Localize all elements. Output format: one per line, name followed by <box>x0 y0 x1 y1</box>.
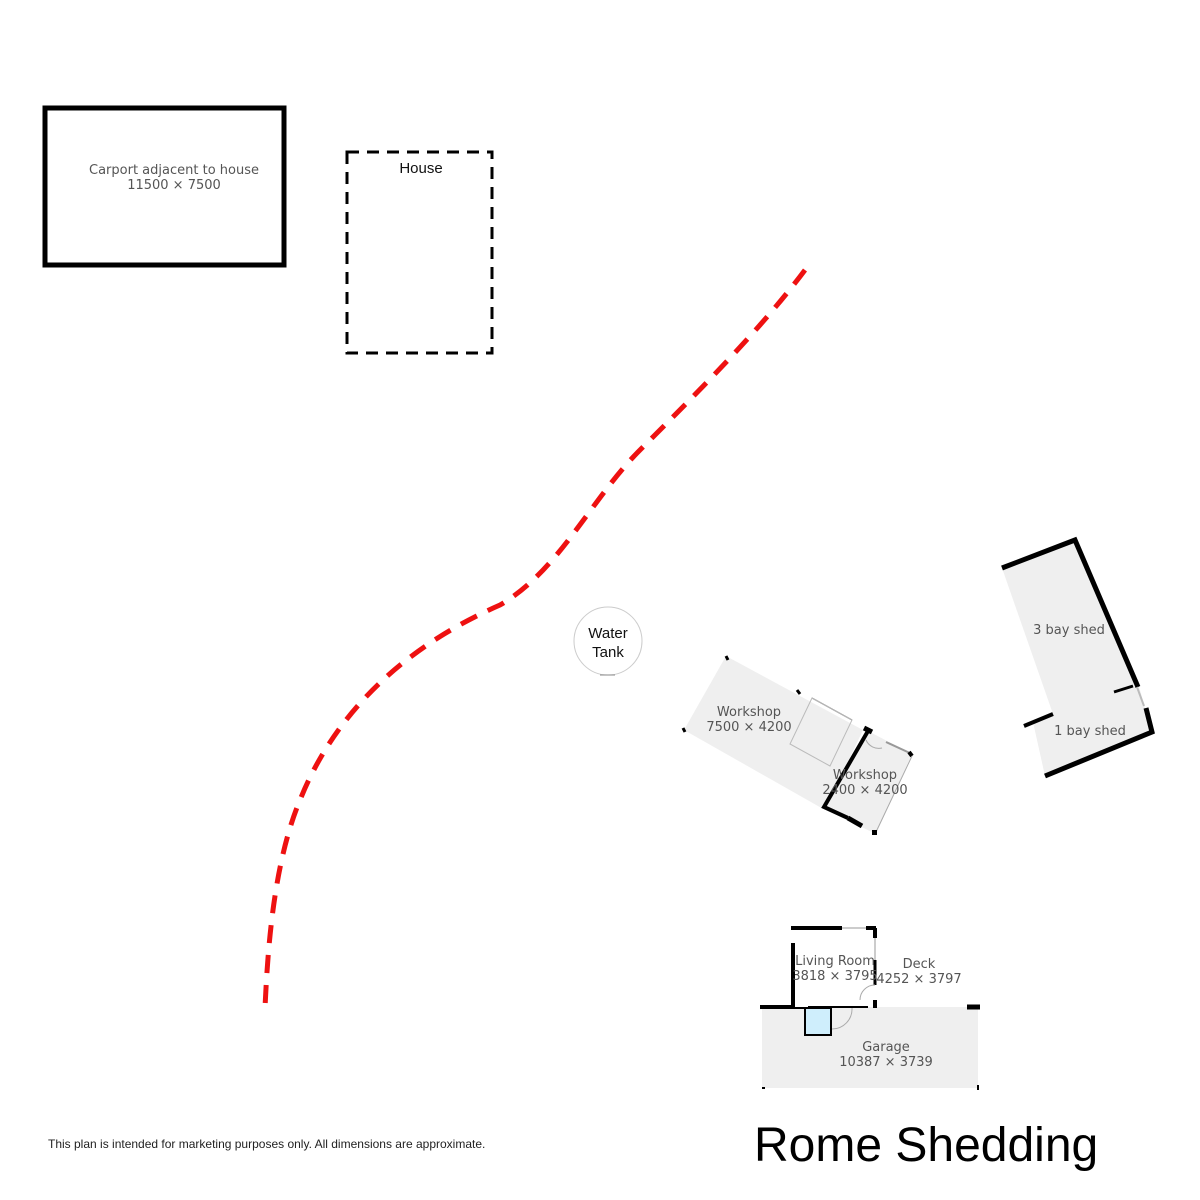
shed-3bay-label: 3 bay shed <box>1033 623 1105 638</box>
workshop-small: Workshop 2400 × 4200 <box>821 725 914 835</box>
shed-1bay-label: 1 bay shed <box>1054 724 1126 739</box>
deck-dims: 4252 × 3797 <box>876 972 961 987</box>
workshop-small-dims: 2400 × 4200 <box>822 783 907 798</box>
property-boundary-line <box>262 268 807 1009</box>
garage-label: Garage <box>862 1040 910 1055</box>
house-label: House <box>399 160 442 177</box>
water-tank-label-line1: Water <box>588 625 627 642</box>
garage-dims: 10387 × 3739 <box>839 1055 933 1070</box>
carport: Carport adjacent to house 11500 × 7500 <box>42 105 287 268</box>
workshop-small-label: Workshop <box>833 768 897 783</box>
house: House <box>345 150 494 355</box>
living-room-dims: 3818 × 3795 <box>792 969 877 984</box>
water-tank: Water Tank <box>573 606 643 676</box>
workshop-large-dims: 7500 × 4200 <box>706 720 791 735</box>
carport-dims: 11500 × 7500 <box>127 178 221 193</box>
deck-label: Deck <box>903 957 936 972</box>
carport-label: Carport adjacent to house <box>89 163 259 178</box>
disclaimer-text: This plan is intended for marketing purp… <box>48 1137 486 1151</box>
brand-title: Rome Shedding <box>754 1119 1099 1172</box>
living-room-label: Living Room <box>795 954 875 969</box>
workshop-large-label: Workshop <box>717 705 781 720</box>
sheds: 3 bay shed 1 bay shed <box>1001 536 1155 779</box>
workshop-large: Workshop 7500 × 4200 <box>681 655 863 810</box>
water-tank-label-line2: Tank <box>592 644 624 661</box>
garage-complex: Living Room 3818 × 3795 Deck 4252 × 3797… <box>760 926 980 1090</box>
